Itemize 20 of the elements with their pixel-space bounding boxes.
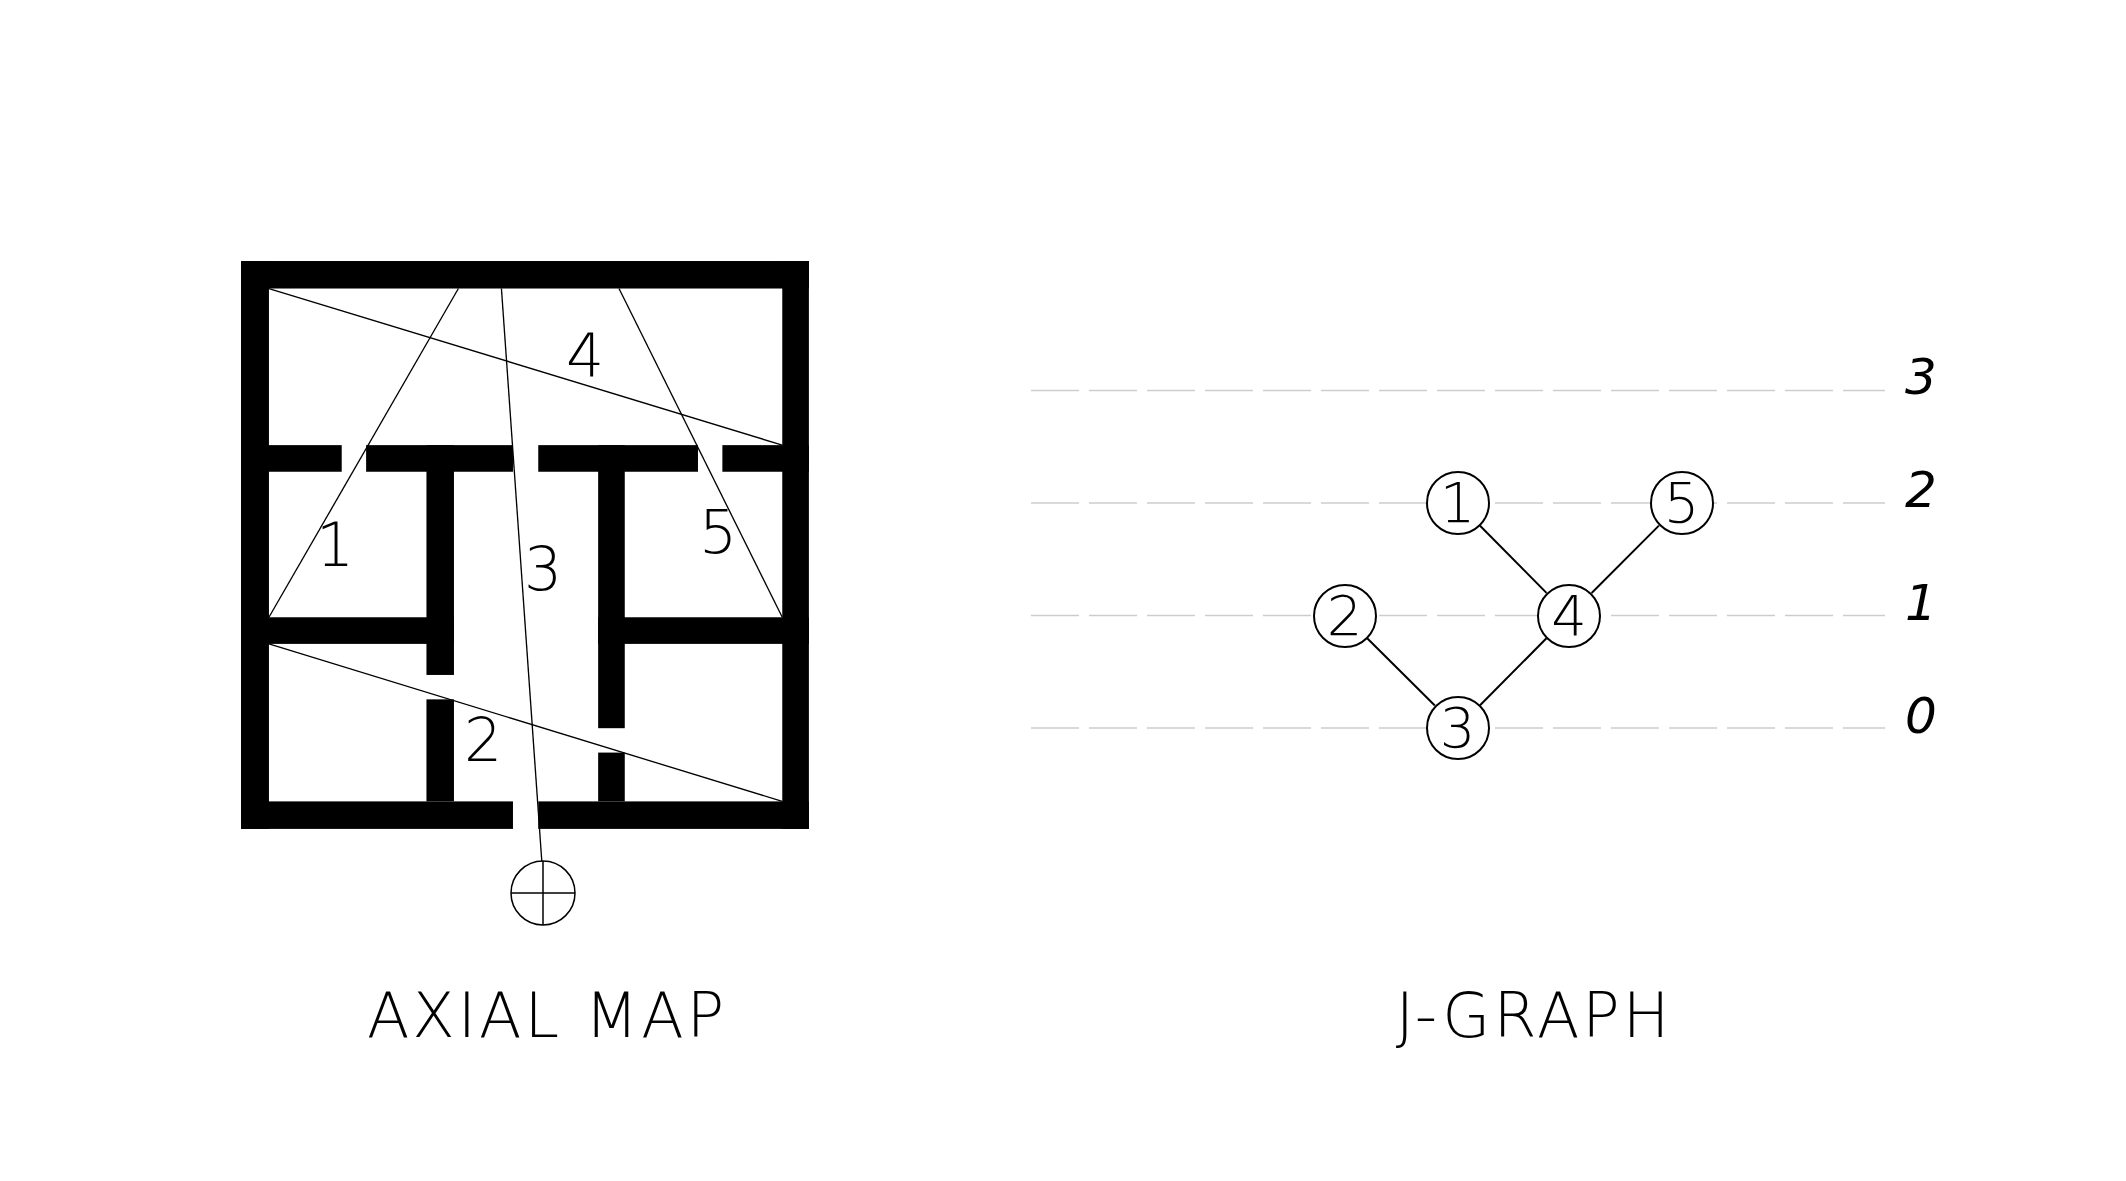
axial-line-number: 1: [315, 515, 355, 575]
connector-line: [1479, 524, 1548, 594]
axial-line-number: 5: [698, 502, 738, 562]
graph-node-circle: 3: [1425, 696, 1490, 760]
axial-line-number: 2: [463, 710, 503, 770]
connector-line: [1590, 524, 1660, 594]
depth-level-number: 0: [1905, 691, 1937, 741]
panel-title: AXIAL MAP: [366, 985, 728, 1047]
graph-node-circle: 2: [1312, 583, 1377, 648]
depth-level-number: 3: [1905, 352, 1937, 402]
panel-title: J-GRAPH: [1395, 985, 1673, 1047]
axial-line-number: 3: [523, 539, 563, 599]
connector-line: [1366, 637, 1436, 707]
depth-level-number: 1: [1905, 578, 1937, 628]
graph-node-circle: 5: [1649, 471, 1714, 535]
connector-line: [1479, 637, 1548, 707]
graph-node-circle: 1: [1425, 471, 1490, 535]
axial-line-number: 4: [565, 326, 605, 386]
depth-level-number: 2: [1905, 465, 1937, 515]
graph-node-circle: 4: [1537, 583, 1601, 648]
